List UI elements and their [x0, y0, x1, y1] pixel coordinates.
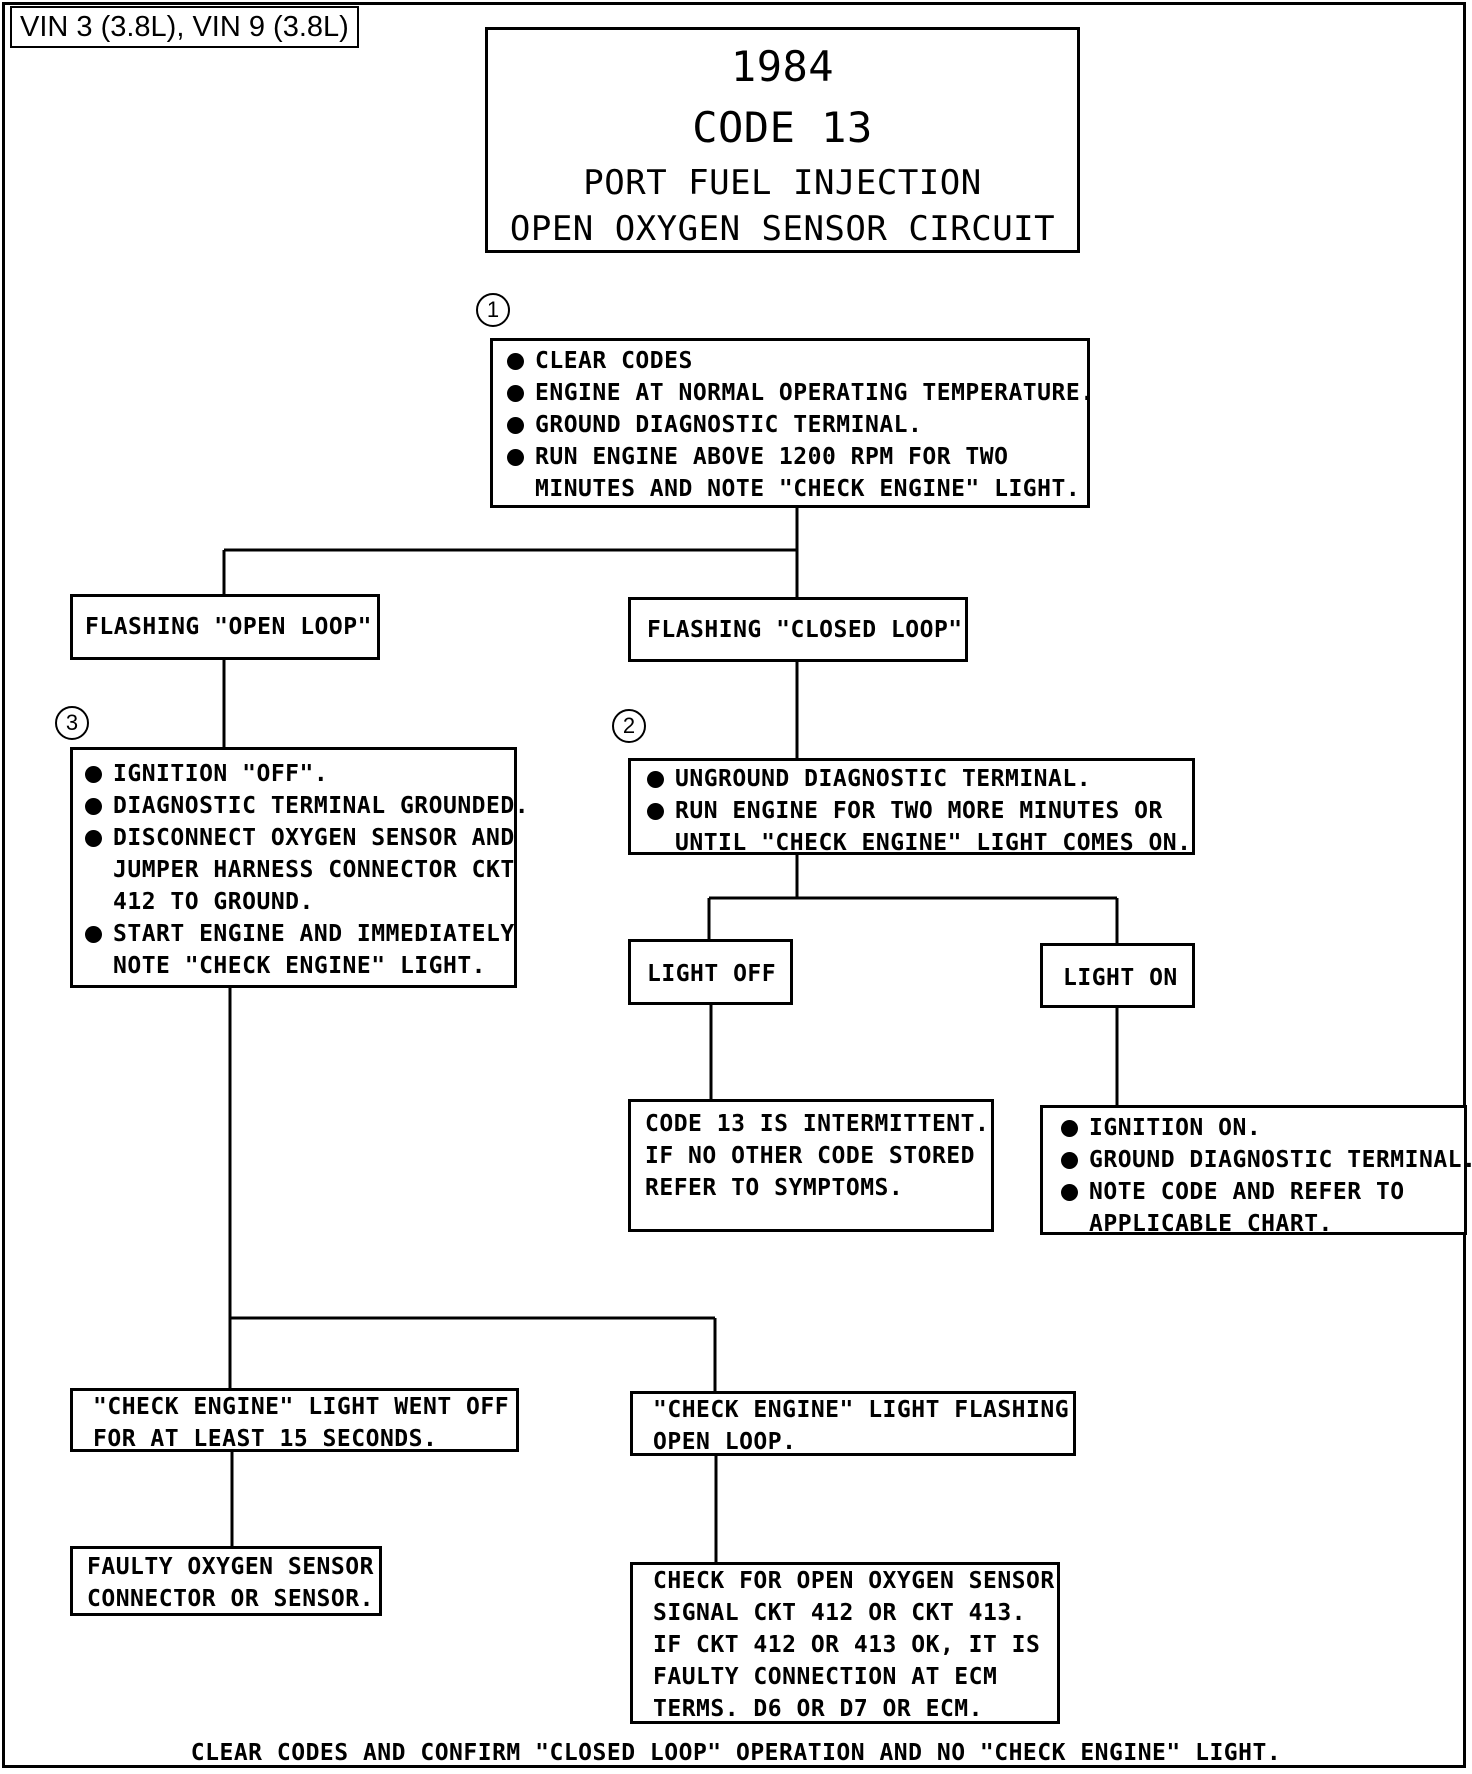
text-line: CONNECTOR OR SENSOR. [87, 1586, 374, 1612]
faulty-box: FAULTY OXYGEN SENSOR CONNECTOR OR SENSOR. [70, 1546, 382, 1616]
step-marker-1: 1 [476, 293, 510, 327]
bullet-line: CLEAR CODES [535, 348, 693, 374]
bullet-line: MINUTES AND NOTE "CHECK ENGINE" LIGHT. [535, 476, 1081, 502]
closed-loop-label: FLASHING "CLOSED LOOP" [647, 617, 963, 643]
flashing-open-box: "CHECK ENGINE" LIGHT FLASHING OPEN LOOP. [630, 1391, 1076, 1456]
bullet-line: APPLICABLE CHART. [1089, 1211, 1333, 1237]
step-marker-3: 3 [55, 706, 89, 740]
light-off-box: LIGHT OFF [628, 939, 793, 1005]
text-line: REFER TO SYMPTOMS. [645, 1175, 904, 1201]
bullet-item: ENGINE AT NORMAL OPERATING TEMPERATURE. [503, 377, 1095, 409]
bullet-item: GROUND DIAGNOSTIC TERMINAL. [1057, 1144, 1472, 1176]
text-line: FOR AT LEAST 15 SECONDS. [93, 1426, 438, 1452]
open-loop-label: FLASHING "OPEN LOOP" [85, 614, 372, 640]
bullet-item: GROUND DIAGNOSTIC TERMINAL. [503, 409, 1081, 441]
footer-instruction: CLEAR CODES AND CONFIRM "CLOSED LOOP" OP… [190, 1740, 1282, 1766]
title-code: CODE 13 [692, 103, 873, 152]
bullet-item: RUN ENGINE FOR TWO MORE MINUTES OR UNTIL … [643, 795, 1192, 859]
bullet-line: UNGROUND DIAGNOSTIC TERMINAL. [675, 766, 1092, 792]
bullet-line: GROUND DIAGNOSTIC TERMINAL. [535, 412, 923, 438]
step2-box: UNGROUND DIAGNOSTIC TERMINAL. RUN ENGINE … [628, 758, 1195, 856]
bullet-line: IGNITION "OFF". [113, 761, 329, 787]
bullet-line: ENGINE AT NORMAL OPERATING TEMPERATURE. [535, 380, 1095, 406]
bullet-line: RUN ENGINE ABOVE 1200 RPM FOR TWO [535, 444, 1009, 470]
step-marker-2: 2 [612, 709, 646, 743]
light-off-label: LIGHT OFF [647, 961, 777, 987]
bullet-item: RUN ENGINE ABOVE 1200 RPM FOR TWO MINUTES… [503, 441, 1081, 505]
bullet-item: UNGROUND DIAGNOSTIC TERMINAL. [643, 763, 1188, 795]
light-on-action-box: IGNITION ON. GROUND DIAGNOSTIC TERMINAL. N… [1040, 1105, 1472, 1237]
bullet-line: NOTE CODE AND REFER TO [1089, 1179, 1405, 1205]
open-loop-box: FLASHING "OPEN LOOP" [70, 594, 380, 660]
bullet-list: IGNITION ON. GROUND DIAGNOSTIC TERMINAL. N… [1057, 1112, 1472, 1240]
text-line: "CHECK ENGINE" LIGHT WENT OFF [93, 1394, 510, 1420]
bullet-item: IGNITION "OFF". [81, 758, 510, 790]
text-line: IF CKT 412 OR 413 OK, IT IS [653, 1632, 1041, 1658]
bullet-list: IGNITION "OFF". DIAGNOSTIC TERMINAL GROUN… [81, 758, 530, 982]
light-on-box: LIGHT ON [1040, 943, 1195, 1008]
bullet-line: RUN ENGINE FOR TWO MORE MINUTES OR [675, 798, 1163, 824]
text-line: FAULTY CONNECTION AT ECM [653, 1664, 998, 1690]
title-system: PORT FUEL INJECTION [583, 163, 982, 203]
bullet-item: DISCONNECT OXYGEN SENSOR AND JUMPER HARNE… [81, 822, 515, 918]
text-line: TERMS. D6 OR D7 OR ECM. [653, 1696, 983, 1722]
bullet-item: NOTE CODE AND REFER TO APPLICABLE CHART. [1057, 1176, 1462, 1240]
bullet-line: START ENGINE AND IMMEDIATELY [113, 921, 515, 947]
bullet-line: 412 TO GROUND. [113, 889, 314, 915]
check-open-box: CHECK FOR OPEN OXYGEN SENSOR SIGNAL CKT 4… [630, 1562, 1060, 1724]
bullet-list: UNGROUND DIAGNOSTIC TERMINAL. RUN ENGINE … [643, 763, 1192, 859]
bullet-item: IGNITION ON. [1057, 1112, 1462, 1144]
bullet-line: IGNITION ON. [1089, 1115, 1262, 1141]
bullet-line: DIAGNOSTIC TERMINAL GROUNDED. [113, 793, 530, 819]
went-off-box: "CHECK ENGINE" LIGHT WENT OFF FOR AT LEAS… [70, 1388, 519, 1452]
text-line: IF NO OTHER CODE STORED [645, 1143, 975, 1169]
bullet-list: CLEAR CODES ENGINE AT NORMAL OPERATING TE… [503, 345, 1095, 505]
closed-loop-box: FLASHING "CLOSED LOOP" [628, 597, 968, 662]
bullet-line: GROUND DIAGNOSTIC TERMINAL. [1089, 1147, 1472, 1173]
bullet-line: NOTE "CHECK ENGINE" LIGHT. [113, 953, 487, 979]
title-box: 1984 CODE 13 PORT FUEL INJECTION OPEN OX… [485, 27, 1080, 253]
vin-tag: VIN 3 (3.8L), VIN 9 (3.8L) [10, 6, 359, 48]
text-line: CHECK FOR OPEN OXYGEN SENSOR [653, 1568, 1055, 1594]
text-line: OPEN LOOP. [653, 1429, 797, 1455]
bullet-item: START ENGINE AND IMMEDIATELY NOTE "CHECK … [81, 918, 515, 982]
text-line: CODE 13 IS INTERMITTENT. [645, 1111, 990, 1137]
text-line: SIGNAL CKT 412 OR CKT 413. [653, 1600, 1027, 1626]
title-year: 1984 [730, 42, 835, 91]
title-description: OPEN OXYGEN SENSOR CIRCUIT [509, 209, 1056, 249]
text-line: FAULTY OXYGEN SENSOR [87, 1554, 374, 1580]
bullet-line: DISCONNECT OXYGEN SENSOR AND [113, 825, 515, 851]
text-line: "CHECK ENGINE" LIGHT FLASHING [653, 1397, 1070, 1423]
bullet-line: JUMPER HARNESS CONNECTOR CKT [113, 857, 515, 883]
intermittent-box: CODE 13 IS INTERMITTENT. IF NO OTHER CODE… [628, 1099, 994, 1232]
light-on-label: LIGHT ON [1063, 965, 1178, 991]
bullet-item: DIAGNOSTIC TERMINAL GROUNDED. [81, 790, 530, 822]
start-box: CLEAR CODES ENGINE AT NORMAL OPERATING TE… [490, 338, 1095, 508]
bullet-line: UNTIL "CHECK ENGINE" LIGHT COMES ON. [675, 830, 1192, 856]
bullet-item: CLEAR CODES [503, 345, 1081, 377]
step3-box: IGNITION "OFF". DIAGNOSTIC TERMINAL GROUN… [70, 747, 530, 988]
